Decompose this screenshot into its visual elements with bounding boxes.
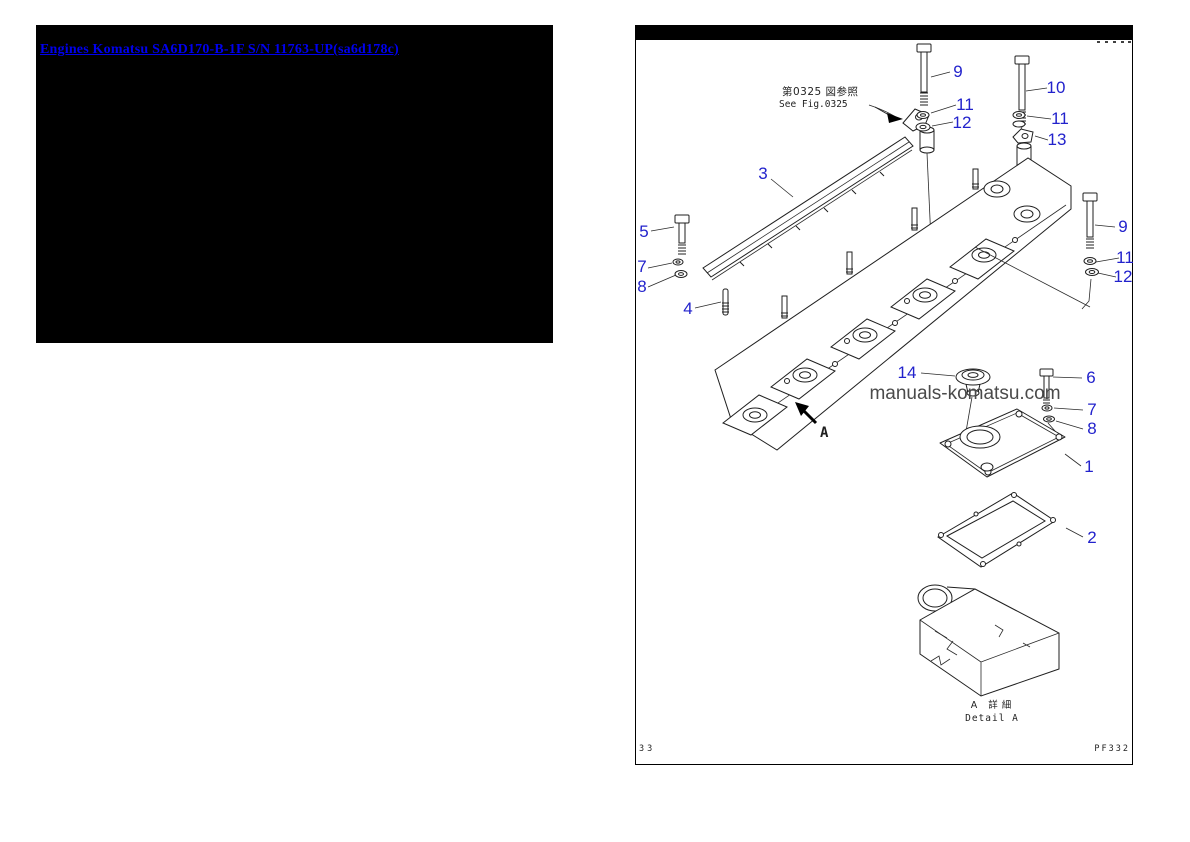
callout-4: 4: [683, 299, 692, 318]
header-link-panel: Engines Komatsu SA6D170-B-1F S/N 11763-U…: [36, 25, 553, 343]
ring-under-washer: [1013, 121, 1025, 127]
bolt-9-top: [917, 44, 931, 105]
detail-label-en: Detail A: [965, 713, 1019, 724]
bolt-9-right: [1083, 193, 1097, 248]
end-boss-1: [984, 181, 1010, 197]
diagram-top-bar: [635, 25, 1133, 40]
rocker-box-3: [831, 319, 895, 359]
pin-under-washers: [1082, 279, 1091, 309]
callout-9: 9: [953, 62, 962, 81]
watermark-text: manuals-komatsu.com: [869, 383, 1060, 404]
callout-leaders: [648, 72, 1119, 537]
view-arrow-icon: [795, 402, 809, 416]
rocker-box-4: [891, 279, 955, 319]
stud-4: [722, 289, 729, 315]
callout-8: 8: [1087, 419, 1096, 438]
washer-7-left: [673, 259, 683, 265]
callout-7: 7: [637, 257, 646, 276]
callout-10: 10: [1047, 78, 1066, 97]
callout-9: 9: [1118, 217, 1127, 236]
parts-diagram-panel: 第0325 図参照 See Fig.0325: [635, 25, 1133, 765]
callout-5: 5: [639, 222, 648, 241]
detail-label-jp: A 詳細: [971, 699, 1016, 711]
callout-1: 1: [1084, 457, 1093, 476]
callout-11: 11: [956, 95, 974, 114]
pointer-arrow-icon: [887, 113, 903, 123]
view-arrow-a: [795, 402, 816, 423]
callout-8: 8: [637, 277, 646, 296]
filler-cap-14: [956, 369, 990, 443]
bolt-5: [675, 215, 689, 254]
washer-12-right: [1086, 269, 1099, 276]
mounting-studs: [781, 169, 979, 318]
callout-6: 6: [1086, 368, 1095, 387]
callout-11: 11: [1051, 109, 1069, 128]
washer-12-top: [916, 123, 930, 131]
end-boss-2: [1014, 206, 1040, 222]
view-arrow-label: A: [820, 425, 829, 441]
rocker-box-1: [723, 395, 787, 435]
callout-14: 14: [898, 363, 917, 382]
bolt-6: [1040, 369, 1062, 439]
cylinder-head-cover-assembly: [715, 158, 1090, 450]
callout-12: 12: [953, 113, 972, 132]
exploded-parts-diagram: 第0325 図参照 See Fig.0325: [635, 25, 1133, 765]
figure-reference-jp: 第0325 図参照: [782, 85, 859, 98]
bolt-10: [1015, 56, 1029, 141]
page-code-right: PF332: [1094, 744, 1130, 754]
callout-3: 3: [758, 164, 767, 183]
washer-11-top: [917, 112, 929, 119]
gasket-part-2: [938, 493, 1056, 568]
washer-8-left: [675, 271, 687, 278]
callout-2: 2: [1087, 528, 1096, 547]
washer-7-right: [1042, 405, 1052, 411]
parts-page-link[interactable]: Engines Komatsu SA6D170-B-1F S/N 11763-U…: [40, 42, 399, 57]
callout-13: 13: [1048, 130, 1067, 149]
seal-strip-part-3: [703, 137, 913, 280]
callout-11: 11: [1116, 248, 1133, 267]
callout-7: 7: [1087, 400, 1096, 419]
washer-11-right-top: [1013, 112, 1025, 119]
detail-a-block: [918, 585, 1059, 696]
callout-12: 12: [1114, 267, 1133, 286]
rocker-box-2: [771, 359, 835, 399]
washer-8-right: [1044, 416, 1055, 422]
figure-reference-en: See Fig.0325: [779, 99, 848, 110]
washer-11-right: [1084, 258, 1096, 265]
small-cover-part-1: [940, 409, 1065, 477]
page-code-left: 33: [639, 744, 655, 754]
